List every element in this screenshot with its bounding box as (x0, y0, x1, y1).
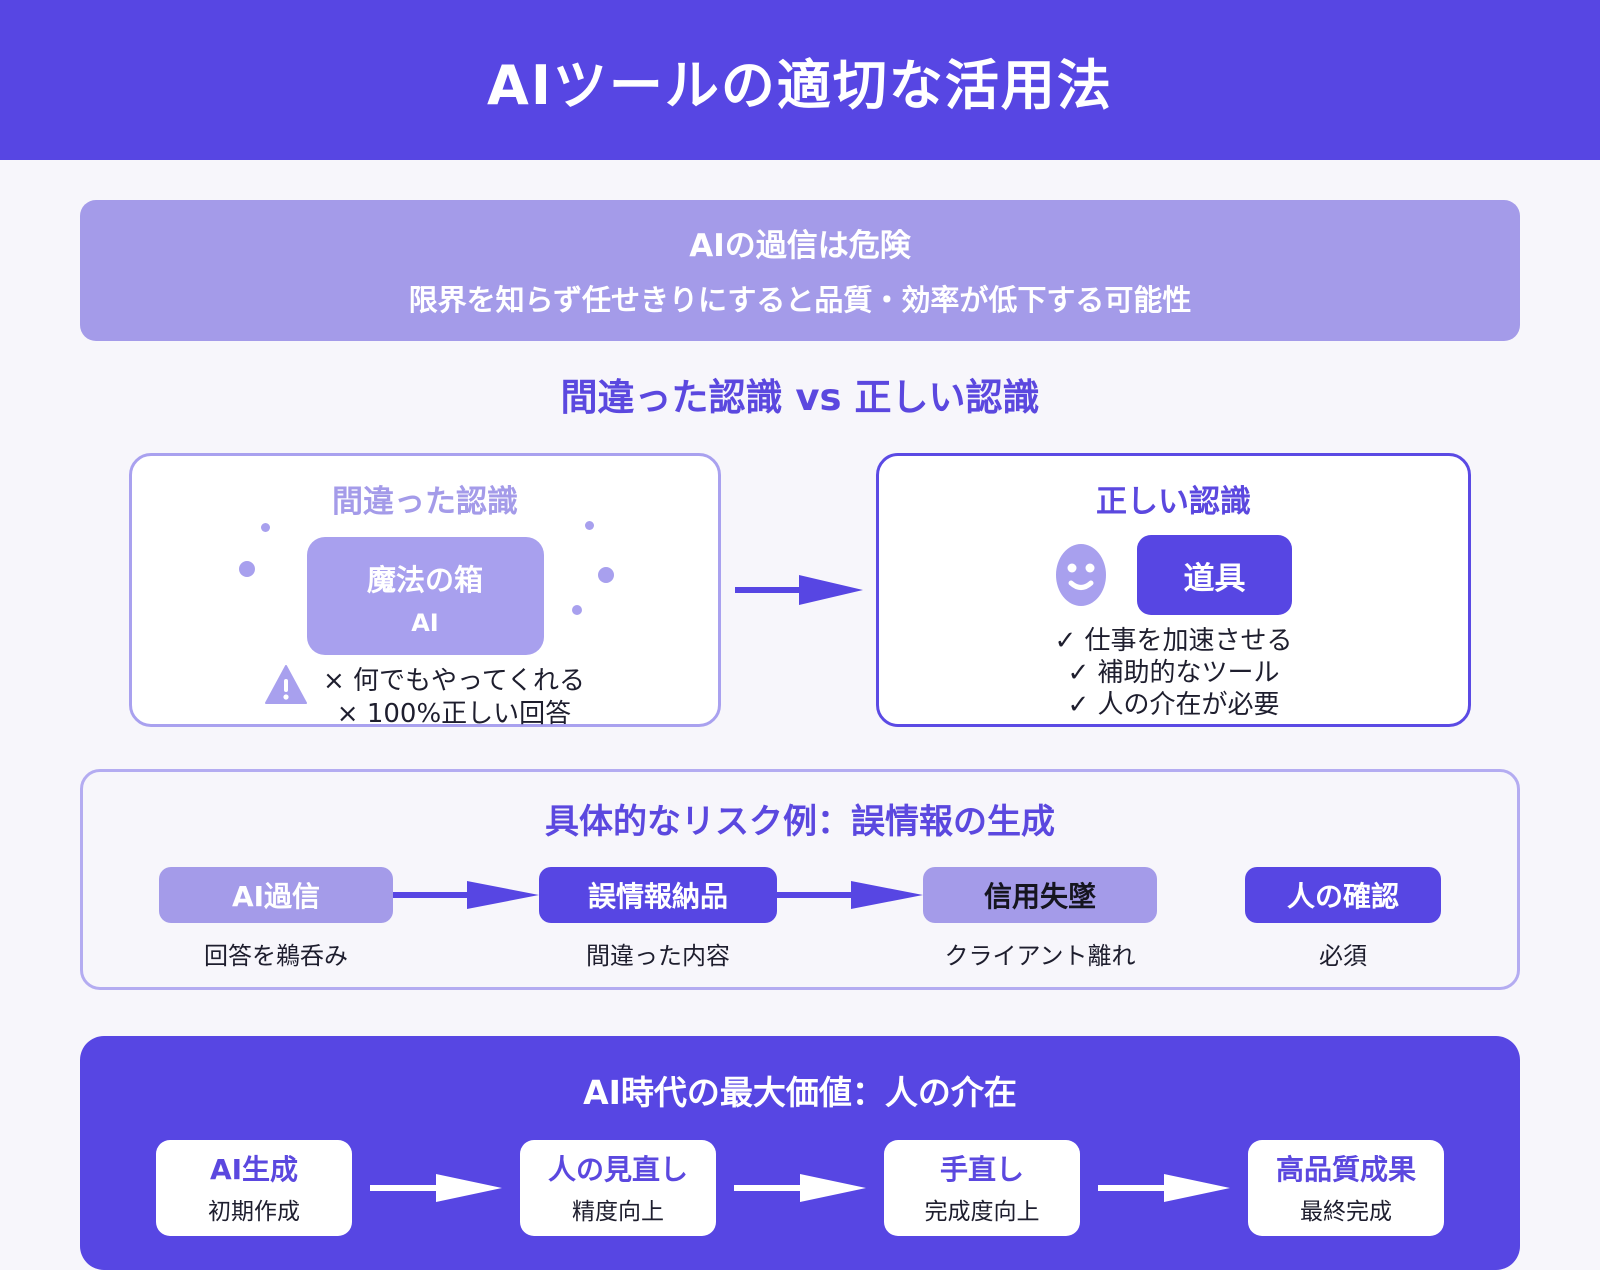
page-title: AIツールの適切な活用法 (487, 53, 1113, 117)
comparison-row: 間違った認識 魔法の箱 AI × 何でもやってくれる × 100%正しい回答 (129, 453, 1471, 729)
risk-step-caption: クライアント離れ (944, 942, 1136, 970)
correct-points: ✓ 仕事を加速させる ✓ 補助的なツール ✓ 人の介在が必要 (897, 625, 1450, 721)
wrong-points-row: × 何でもやってくれる × 100%正しい回答 (150, 665, 700, 731)
risk-arrow (393, 875, 539, 915)
risk-step-caption: 間違った内容 (586, 942, 730, 970)
arrow-right-icon (393, 881, 539, 909)
wrong-point: × 何でもやってくれる (323, 666, 585, 696)
value-arrow (352, 1168, 520, 1208)
risk-step-caption: 回答を鵜呑み (204, 942, 348, 970)
correct-panel-title: 正しい認識 (1096, 484, 1251, 520)
tool-box: 道具 (1137, 535, 1292, 615)
risk-step-caption: 必須 (1319, 942, 1367, 970)
arrow-right-icon (777, 881, 923, 909)
value-title: AI時代の最大価値：人の介在 (583, 1073, 1017, 1112)
value-step-label: 高品質成果 (1275, 1153, 1416, 1186)
value-step-label: 人の見直し (547, 1153, 688, 1186)
value-arrow (716, 1168, 884, 1208)
risk-step: AI過信 回答を鵜呑み (159, 867, 393, 971)
comparison-arrow (721, 568, 876, 612)
value-step: AI生成 初期作成 (156, 1140, 352, 1236)
value-step-caption: 初期作成 (208, 1199, 300, 1225)
wrong-belief-panel: 間違った認識 魔法の箱 AI × 何でもやってくれる × 100%正しい回答 (129, 453, 721, 729)
value-arrow (1080, 1168, 1248, 1208)
header-bar: AIツールの適切な活用法 (0, 0, 1600, 160)
arrow-right-icon (734, 1174, 866, 1202)
sparkle-dot-icon (571, 605, 582, 615)
value-flow: AI生成 初期作成 人の見直し 精度向上 手直し 完成度向上 (156, 1140, 1444, 1236)
warning-icon (265, 665, 307, 704)
value-step-caption: 完成度向上 (924, 1199, 1040, 1225)
tool-box-label: 道具 (1183, 560, 1246, 597)
risk-step: 信用失墜 クライアント離れ (923, 867, 1157, 971)
risk-title: 具体的なリスク例：誤情報の生成 (545, 802, 1055, 842)
risk-step-chip: 信用失墜 (923, 867, 1157, 923)
risk-flow: AI過信 回答を鵜呑み 誤情報納品 間違った内容 信用失墜 クライアント離れ 人… (159, 867, 1441, 971)
wrong-point: × 100%正しい回答 (336, 699, 572, 729)
sparkle-dot-icon (260, 523, 270, 532)
risk-step-chip: 人の確認 (1245, 867, 1441, 923)
value-step-caption: 最終完成 (1300, 1199, 1392, 1225)
value-step: 高品質成果 最終完成 (1248, 1140, 1444, 1236)
correct-point: ✓ 補助的なツール (1067, 658, 1280, 688)
comparison-title: 間違った認識 vs 正しい認識 (560, 376, 1040, 419)
magic-box-group: 魔法の箱 AI (238, 521, 614, 655)
wrong-panel-title: 間違った認識 (332, 484, 518, 520)
banner-subtitle: 限界を知らず任せきりにすると品質・効率が低下する可能性 (408, 283, 1192, 317)
magic-box: 魔法の箱 AI (306, 537, 544, 655)
risk-step-chip: AI過信 (159, 867, 393, 923)
arrow-right-icon (370, 1174, 502, 1202)
value-step-caption: 精度向上 (572, 1199, 664, 1225)
value-step-label: 手直し (939, 1153, 1024, 1186)
smiley-icon (1056, 544, 1106, 606)
wrong-points: × 何でもやってくれる × 100%正しい回答 (323, 665, 585, 731)
correct-belief-panel: 正しい認識 道具 ✓ 仕事を加速させる ✓ 補助的なツール ✓ 人の介在が必要 (876, 453, 1471, 727)
risk-step: 誤情報納品 間違った内容 (539, 867, 777, 971)
correct-point: ✓ 仕事を加速させる (1054, 626, 1293, 656)
magic-box-label: 魔法の箱 (366, 563, 483, 597)
risk-step-chip: 誤情報納品 (539, 867, 777, 923)
sparkle-dot-icon (238, 561, 255, 577)
arrow-right-icon (1098, 1174, 1230, 1202)
banner-title: AIの過信は危険 (689, 228, 911, 264)
sparkle-dot-icon (584, 521, 594, 530)
value-step: 手直し 完成度向上 (884, 1140, 1080, 1236)
tool-box-group: 道具 (897, 535, 1450, 615)
magic-box-sublabel: AI (411, 609, 439, 637)
risk-step: 人の確認 必須 (1245, 867, 1441, 971)
risk-section: 具体的なリスク例：誤情報の生成 AI過信 回答を鵜呑み 誤情報納品 間違った内容… (80, 769, 1520, 990)
sparkle-dot-icon (597, 567, 614, 583)
correct-point: ✓ 人の介在が必要 (1067, 690, 1280, 720)
value-step-label: AI生成 (209, 1153, 299, 1186)
risk-arrow (777, 875, 923, 915)
arrow-right-icon (734, 575, 863, 605)
warning-banner: AIの過信は危険 限界を知らず任せきりにすると品質・効率が低下する可能性 (80, 200, 1520, 341)
value-step: 人の見直し 精度向上 (520, 1140, 716, 1236)
value-section: AI時代の最大価値：人の介在 AI生成 初期作成 人の見直し 精度向上 手直し … (80, 1036, 1520, 1270)
